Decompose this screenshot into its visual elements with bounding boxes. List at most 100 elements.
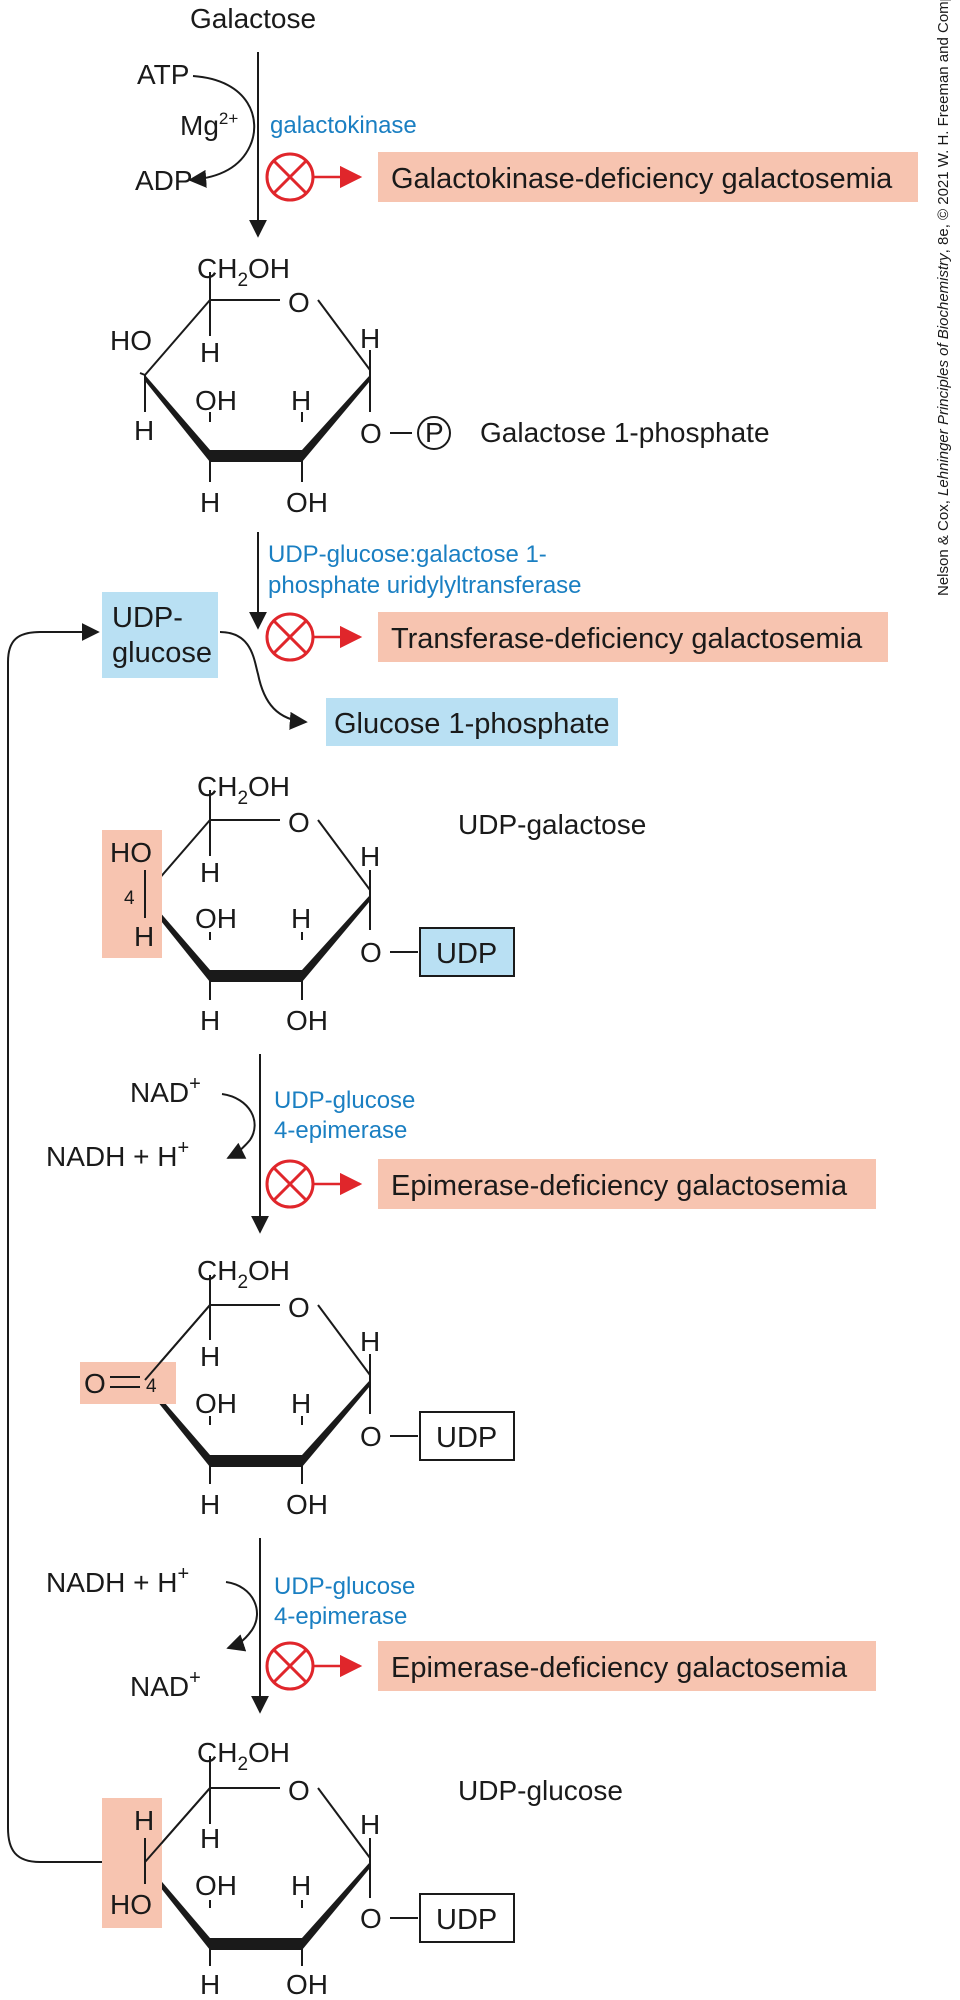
galactose-label: Galactose [190,3,316,34]
r2-o-c1: O [360,937,382,968]
r2-oh-c3: OH [195,903,237,934]
r2-ho-c4: HO [110,837,152,868]
r2-h-c2: H [291,903,311,934]
disease-box-galactokinase [378,152,918,202]
udp-glucose-feed-curve [219,631,308,730]
r1-h-c2: H [291,385,311,416]
r3-h-c3: H [200,1489,220,1520]
nadh-2: NADH + H+ [46,1563,189,1598]
enzyme-transferase-line2: phosphate uridylyltransferase [268,572,582,599]
r3-h-c5: H [200,1341,220,1372]
r3-keto-o: O [84,1368,106,1399]
enzyme-galactokinase: galactokinase [270,112,417,139]
r1-o-c1: O [360,418,382,449]
enzyme-epimerase-1-line1: UDP-glucose [274,1087,415,1114]
credit-line: Nelson & Cox, Lehninger Principles of Bi… [935,0,952,596]
disease-epimerase-deficiency-1: Epimerase-deficiency galactosemia [391,1170,848,1202]
block-symbol-4 [265,1641,363,1691]
disease-transferase-deficiency: Transferase-deficiency galactosemia [391,623,863,655]
r3-c4-number: 4 [146,1376,157,1397]
enzyme-epimerase-2-line1: UDP-glucose [274,1573,415,1600]
r2-h-c5: H [200,857,220,888]
r3-ch2oh: CH2OH [197,1255,290,1293]
galactose-1-phosphate-label: Galactose 1-phosphate [480,417,770,448]
r3-oh-c2: OH [286,1489,328,1520]
r2-c4-number: 4 [124,888,135,909]
r1-ch2oh: CH2OH [197,253,290,291]
udp-glucose-label: UDP-glucose [458,1775,623,1806]
r2-udp-label: UDP [436,938,497,970]
glucose-1-phosphate-label: Glucose 1-phosphate [334,708,610,740]
r4-udp-box [419,1893,515,1943]
r1-h-c3: H [200,487,220,518]
r4-oh-c3: OH [195,1870,237,1901]
nad-plus-2: NAD+ [130,1667,201,1702]
r1-oh-c2: OH [286,487,328,518]
r3-h-c1: H [360,1326,380,1357]
r1-h-c5: H [200,337,220,368]
glucose-1-phosphate-box [326,698,618,746]
r1-h-c1: H [360,323,380,354]
r4-h-c1: H [360,1809,380,1840]
enzyme-epimerase-2-line2: 4-epimerase [274,1603,407,1630]
r4-h-c5: H [200,1823,220,1854]
r4-h-c4: H [134,1805,154,1836]
r2-ring-o: O [288,807,310,838]
keto-intermediate-ring [144,1275,418,1484]
nadh-nad-curve-2 [225,1581,258,1652]
r2-h-c1: H [360,841,380,872]
disease-galactokinase-deficiency: Galactokinase-deficiency galactosemia [391,163,893,195]
nad-nadh-curve-1 [221,1093,256,1159]
r2-h-c4: H [134,921,154,952]
r2-udp-box [419,927,515,977]
r4-h-c3: H [200,1969,220,2000]
enzyme-transferase-line1: UDP-glucose:galactose 1- [268,541,547,568]
r3-ring-o: O [288,1292,310,1323]
udp-glucose-box-line1: UDP- [112,602,183,634]
r4-ring-o: O [288,1775,310,1806]
r1-ho-c4: HO [110,325,152,356]
r4-h-c2: H [291,1870,311,1901]
r4-ho-c4: HO [110,1889,152,1920]
r2-h-c3: H [200,1005,220,1036]
r3-o-c1: O [360,1421,382,1452]
c4-highlight-2 [80,1362,176,1404]
disease-box-transferase [378,612,888,662]
r4-oh-c2: OH [286,1969,328,2000]
galactose-1-phosphate-ring [139,272,451,482]
r3-udp-label: UDP [436,1422,497,1454]
adp-label: ADP [135,165,193,196]
r4-udp-label: UDP [436,1904,497,1936]
block-symbol-1 [265,152,363,202]
r1-h-c4: H [134,415,154,446]
udp-glucose-box [102,592,218,678]
r4-ch2oh: CH2OH [197,1737,290,1775]
atp-label: ATP [137,59,189,90]
udp-glucose-box-line2: glucose [112,637,212,669]
nadh-1: NADH + H+ [46,1137,189,1172]
r2-oh-c2: OH [286,1005,328,1036]
udp-glucose-ring [144,1756,418,1966]
keto-double-bond [110,1304,211,1388]
r3-h-c2: H [291,1388,311,1419]
mg-label: Mg2+ [180,109,238,141]
atp-adp-curve [188,75,256,188]
disease-box-epimerase-1 [378,1159,876,1209]
r2-ch2oh: CH2OH [197,771,290,809]
r1-oh-c3: OH [195,385,237,416]
udp-glucose-recycle-arrow [7,623,102,1863]
c4-highlight-3 [102,1798,162,1928]
r3-oh-c3: OH [195,1388,237,1419]
block-symbol-3 [265,1159,363,1209]
nad-plus-1: NAD+ [130,1073,201,1108]
enzyme-epimerase-1-line2: 4-epimerase [274,1117,407,1144]
r1-ring-o: O [288,287,310,318]
c4-highlight-1 [102,830,162,958]
r4-o-c1: O [360,1903,382,1934]
phosphate-p: P [425,417,444,448]
disease-epimerase-deficiency-2: Epimerase-deficiency galactosemia [391,1652,848,1684]
udp-galactose-ring [144,790,418,1000]
udp-galactose-label: UDP-galactose [458,809,646,840]
r3-udp-box [419,1411,515,1461]
